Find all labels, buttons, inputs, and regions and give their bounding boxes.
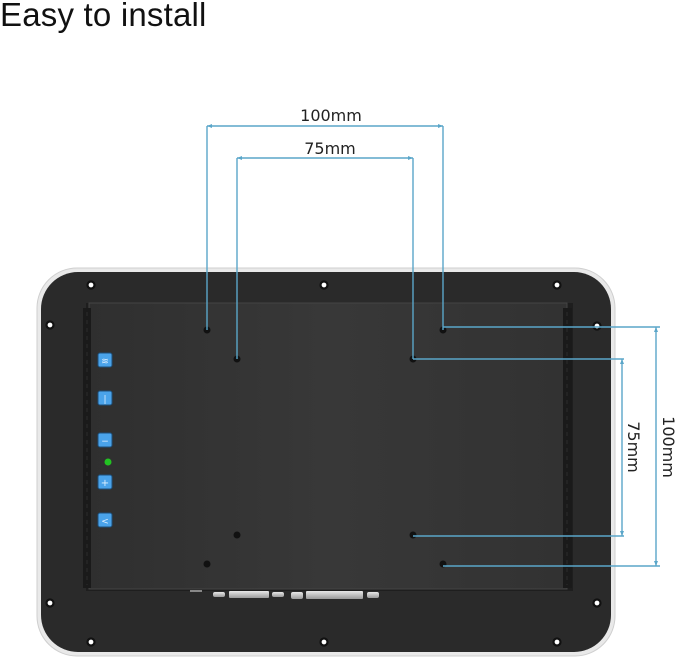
io-ports bbox=[190, 590, 379, 599]
plus-icon: + bbox=[101, 478, 109, 489]
power-indicator-led bbox=[104, 458, 112, 466]
source-icon: < bbox=[101, 517, 109, 527]
hdmi-port bbox=[306, 591, 363, 599]
vga-port bbox=[229, 591, 269, 598]
dim-label-100mm-vertical: 100mm bbox=[659, 416, 678, 478]
vesa-holes bbox=[203, 326, 447, 568]
bezel-screws bbox=[45, 280, 602, 647]
dim-label-75mm-vertical: 75mm bbox=[624, 421, 643, 473]
plus-button bbox=[97, 474, 113, 490]
dimension-lines bbox=[206, 125, 660, 567]
minus-button bbox=[97, 432, 113, 448]
menu-icon: ≋ bbox=[101, 357, 109, 367]
minus-icon: − bbox=[101, 437, 109, 447]
dim-label-75mm-horizontal: 75mm bbox=[304, 139, 356, 158]
power-icon: | bbox=[103, 395, 106, 405]
menu-button bbox=[97, 352, 113, 368]
vesa-hole-75-br bbox=[409, 531, 417, 539]
control-buttons: ≋ | − + < bbox=[97, 352, 113, 528]
rear-panel bbox=[83, 302, 573, 591]
power-button bbox=[97, 390, 113, 406]
vesa-hole-75-bl bbox=[233, 531, 241, 539]
source-button bbox=[97, 512, 113, 528]
vesa-hole-100-bl bbox=[203, 560, 211, 568]
page-title: Easy to install bbox=[0, 0, 207, 33]
dim-label-100mm-horizontal: 100mm bbox=[300, 106, 362, 125]
